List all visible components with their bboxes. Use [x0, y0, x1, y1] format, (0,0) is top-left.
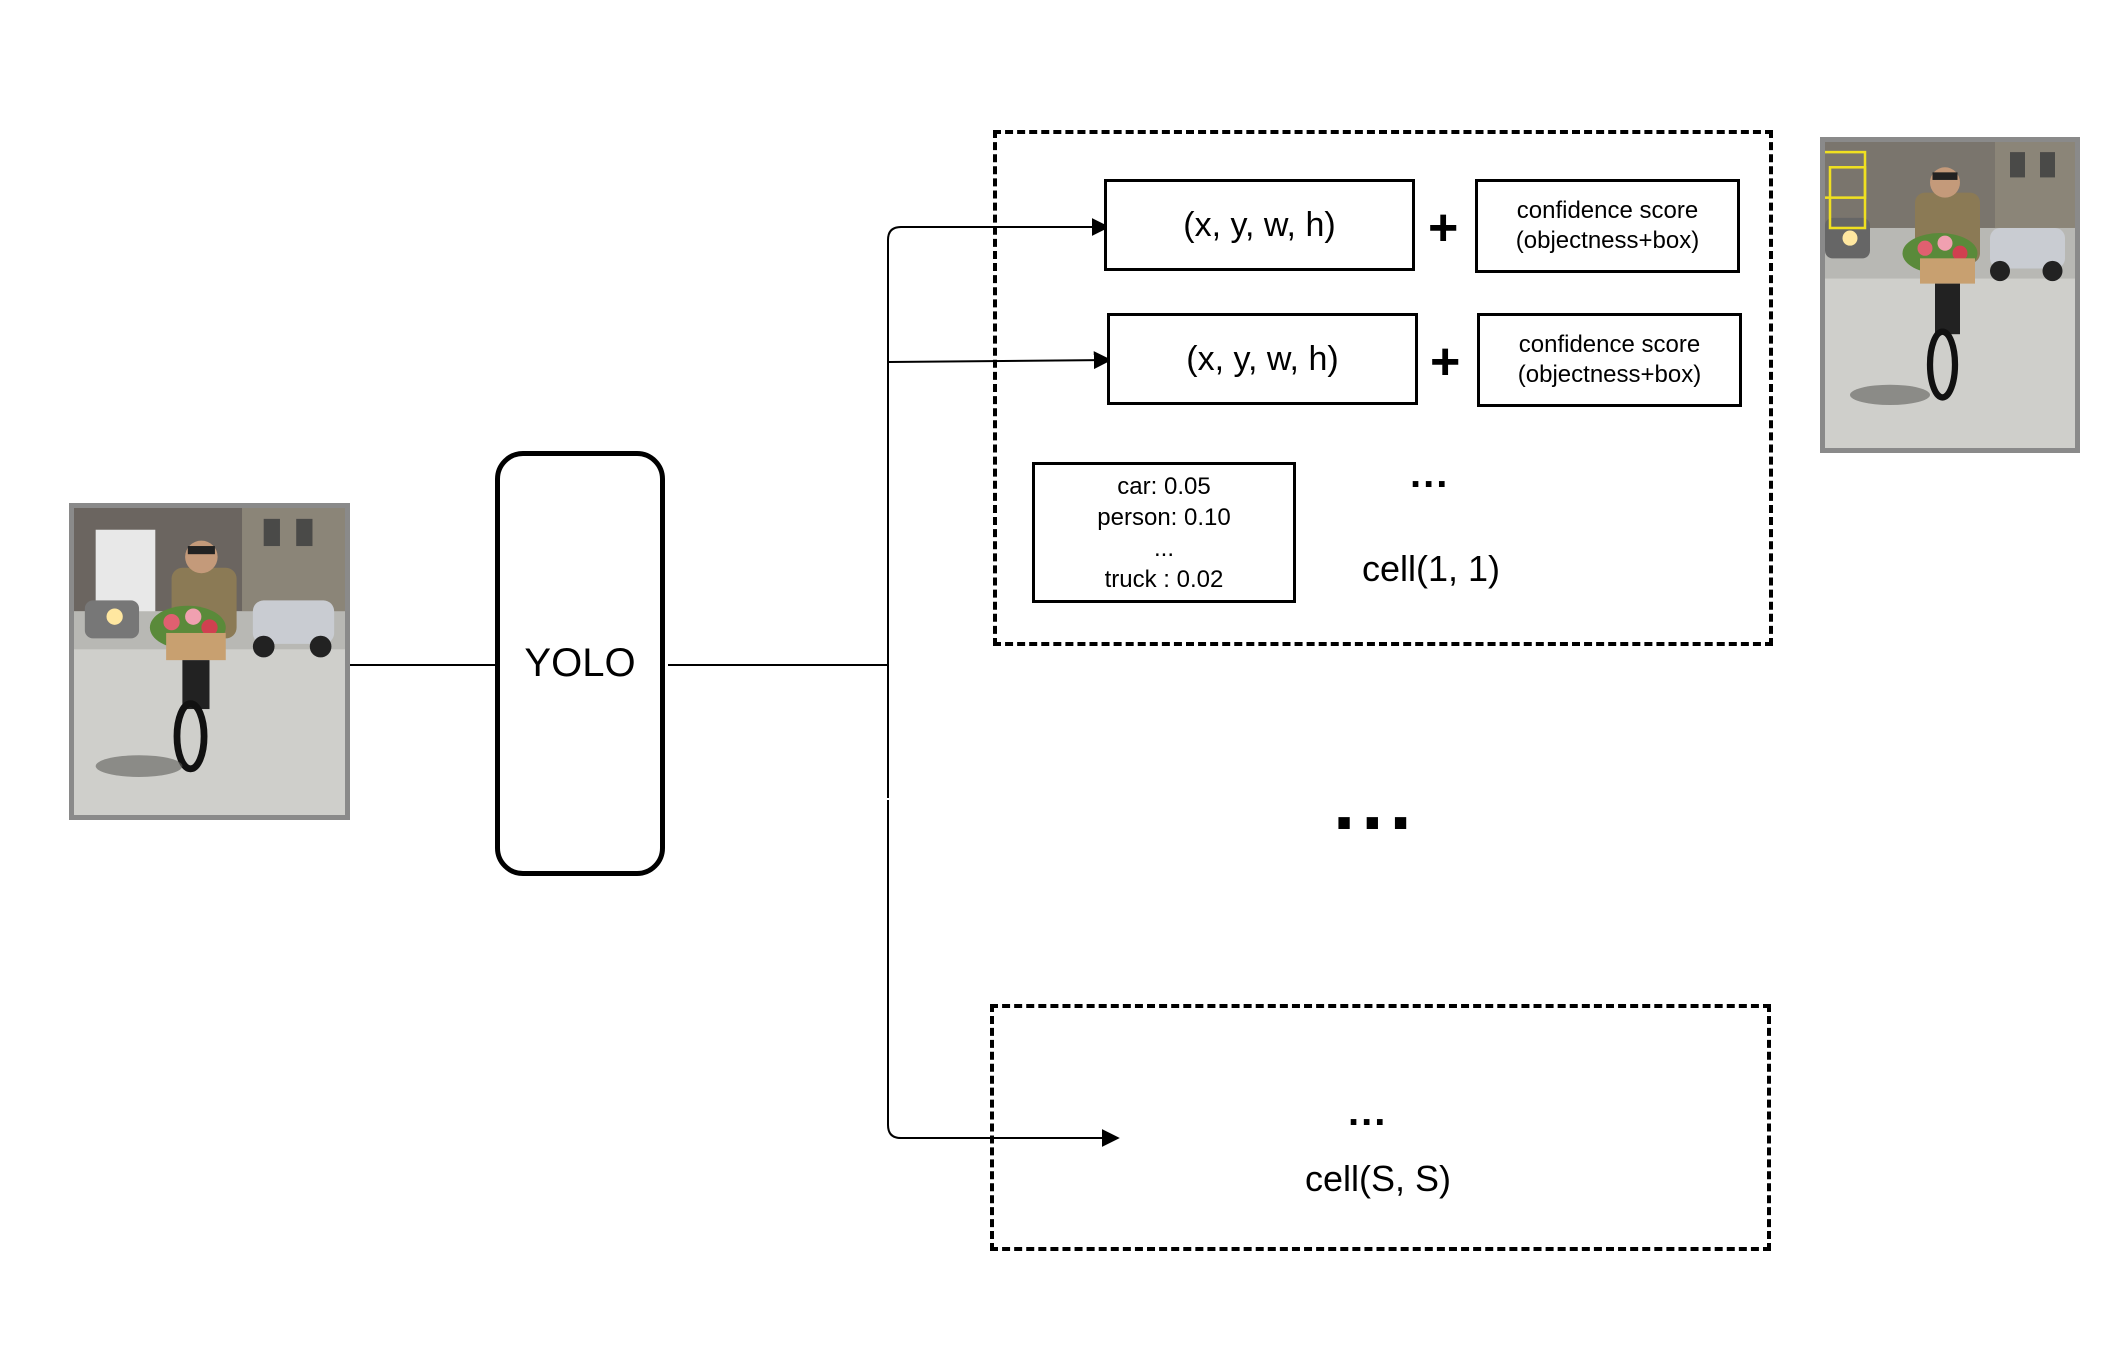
input-image — [69, 503, 350, 820]
plus-sign-1: + — [1428, 199, 1459, 257]
confidence-box-1: confidence score (objectness+box) — [1475, 179, 1740, 273]
cell-last-region — [990, 1004, 1771, 1251]
class-prob-ellipsis: ... — [1153, 534, 1174, 562]
confidence-box-2: confidence score (objectness+box) — [1477, 313, 1742, 407]
cell-last-ellipsis: ... — [1348, 1090, 1388, 1134]
cell-last-label: cell(S, S) — [1305, 1158, 1452, 1199]
class-prob-person: person: 0.10 — [1097, 503, 1231, 531]
middle-ellipsis: ... — [1333, 757, 1418, 846]
output-image — [1820, 137, 2080, 453]
bbox-coords-box-1: (x, y, w, h) — [1104, 179, 1415, 271]
cyclist-photo-input — [74, 508, 345, 815]
split-trunk — [887, 218, 1110, 241]
cell-first-region — [993, 130, 1773, 646]
confidence-line2-2: (objectness+box) — [1517, 361, 1702, 388]
cell-first-label: cell(1, 1) — [1362, 548, 1501, 589]
confidence-line1-1: confidence score — [1516, 197, 1699, 224]
class-prob-car: car: 0.05 — [1117, 472, 1211, 500]
detection-box-2 — [1828, 166, 1867, 230]
yolo-label: YOLO — [524, 641, 636, 685]
arrow-to-second-prediction — [887, 351, 1112, 370]
plus-sign-2: + — [1430, 333, 1461, 391]
bbox-coords-2: (x, y, w, h) — [1186, 339, 1339, 378]
cyclist-photo-output — [1825, 142, 2075, 448]
class-prob-truck: truck : 0.02 — [1104, 565, 1224, 593]
arrow-to-last-cell — [887, 800, 1120, 1147]
class-probabilities-box: car: 0.05 person: 0.10 ... truck : 0.02 — [1032, 462, 1296, 603]
confidence-line2-1: (objectness+box) — [1515, 227, 1700, 254]
cell-first-ellipsis: ... — [1410, 452, 1450, 496]
yolo-model-box: YOLO — [495, 451, 665, 876]
bbox-coords-box-2: (x, y, w, h) — [1107, 313, 1418, 405]
bbox-coords-1: (x, y, w, h) — [1183, 205, 1336, 244]
confidence-line1-2: confidence score — [1518, 331, 1701, 358]
